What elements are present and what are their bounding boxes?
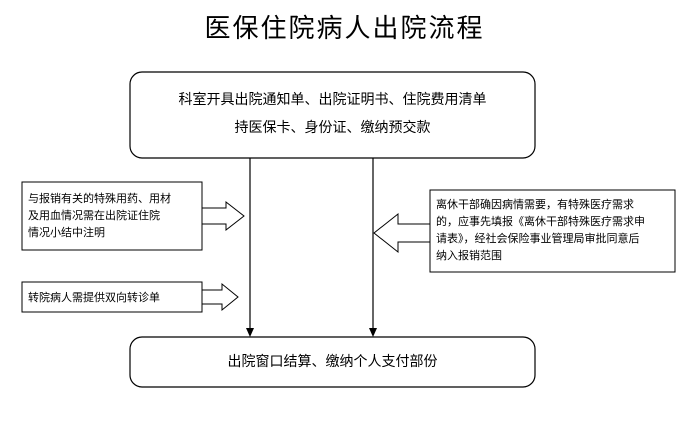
right-note-line-3: 请表》，经社会保险事业管理局审批同意后	[436, 232, 640, 245]
left-note-1-arrow	[201, 200, 245, 232]
left-note-2-line-1: 转院病人需提供双向转诊单	[28, 291, 160, 304]
left-connector-arrowhead	[246, 328, 254, 337]
left-note-2-arrow	[201, 282, 239, 312]
top-box-line-1: 科室开具出院通知单、出院证明书、住院费用清单	[178, 92, 487, 108]
right-note-arrow	[373, 212, 431, 254]
left-note-1-text: 与报销有关的特殊用药、用材 及用血情况需在出院证住院 情况小结中注明	[28, 190, 200, 241]
right-note-line-4: 纳入报销范围	[436, 249, 502, 262]
top-process-box	[129, 71, 536, 159]
right-note-text: 离休干部确因病情需要，有特殊医疗需求 的，应事先填报《离休干部特殊医疗需求申 请…	[436, 196, 672, 264]
diagram-title: 医保住院病人出院流程	[204, 14, 485, 44]
left-note-1-line-3: 情况小结中注明	[28, 226, 105, 239]
left-note-1-line-2: 及用血情况需在出院证住院	[28, 209, 160, 222]
right-note-line-2: 的，应事先填报《离休干部特殊医疗需求申	[436, 215, 645, 228]
top-box-line-2: 持医保卡、身份证、缴纳预交款	[234, 120, 431, 136]
bottom-box-text: 出院窗口结算、缴纳个人支付部份	[130, 348, 535, 376]
bottom-process-box	[129, 336, 536, 388]
bottom-box-line: 出院窗口结算、缴纳个人支付部份	[227, 354, 438, 370]
right-note-line-1: 离休干部确因病情需要，有特殊医疗需求	[436, 198, 634, 211]
top-box-text: 科室开具出院通知单、出院证明书、住院费用清单 持医保卡、身份证、缴纳预交款	[130, 86, 535, 142]
left-note-2-text: 转院病人需提供双向转诊单	[28, 289, 200, 306]
right-connector-arrowhead	[369, 328, 377, 337]
left-note-1-line-1: 与报销有关的特殊用药、用材	[28, 192, 171, 205]
